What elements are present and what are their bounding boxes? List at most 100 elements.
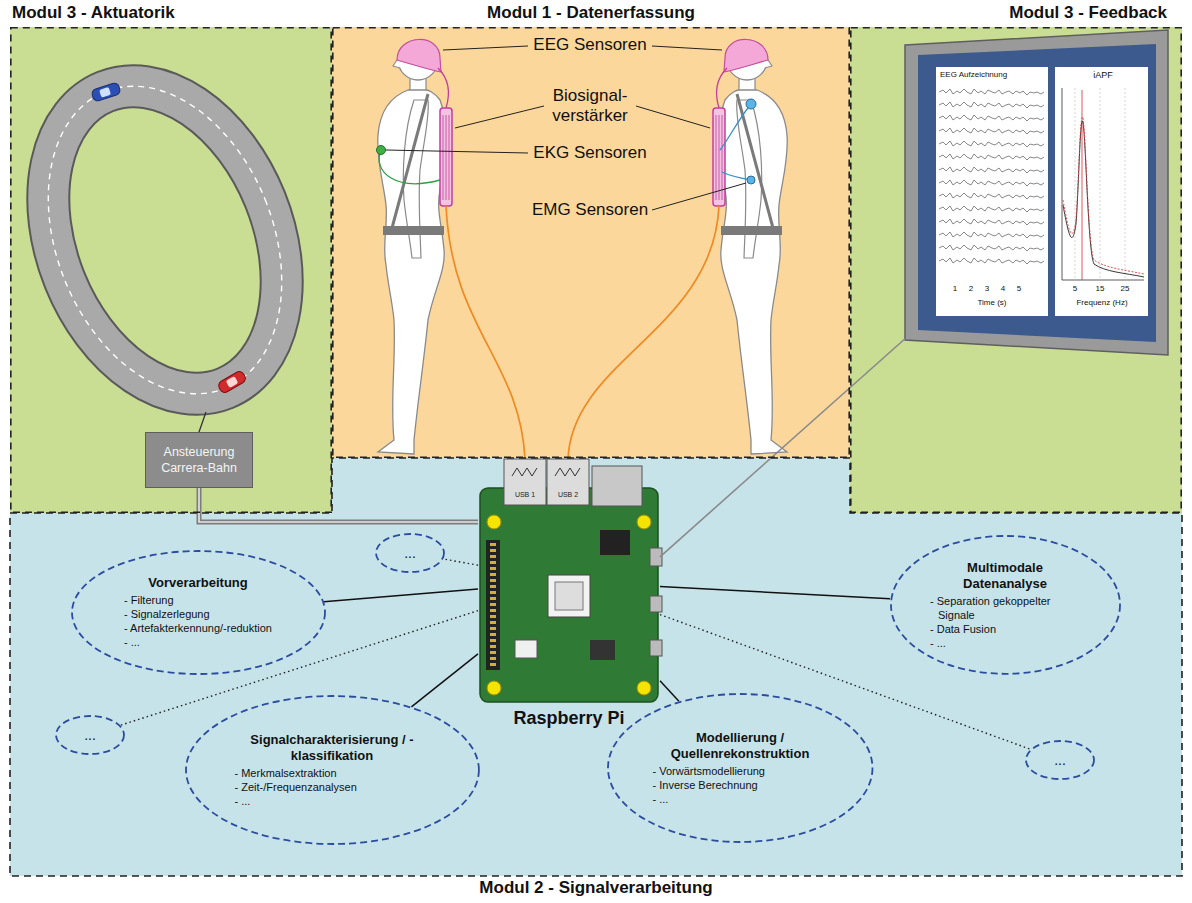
dashed-ellipse [72, 551, 325, 674]
list-item: - ... [930, 636, 1080, 650]
text-slot: EEG Aufzeichnung [940, 70, 1044, 80]
text-slot: 5 [1068, 284, 1082, 294]
leader-line [652, 183, 746, 210]
text-slot: iAPF [1058, 70, 1148, 81]
module-heading: Modul 3 - Feedback [850, 3, 1167, 23]
mount-hole [487, 515, 501, 529]
port-label: USB 2 [550, 491, 586, 499]
text-slot: Modul 3 - Aktuatorik [12, 3, 332, 23]
ellipse-content: Multimodale Datenanalyse- Separation gek… [930, 560, 1080, 650]
eeg-trace [939, 193, 1044, 199]
ram-chip [600, 530, 630, 555]
function-ellipse: Multimodale Datenanalyse- Separation gek… [890, 535, 1121, 675]
function-ellipse: Modellierung / Quellenrekonstruktion- Vo… [607, 693, 874, 843]
connector-line [660, 339, 905, 557]
connector [411, 654, 478, 707]
label-slot: EKG Sensoren [525, 143, 655, 163]
list-item: - Data Fusion [930, 622, 1080, 636]
eeg-panel [936, 67, 1048, 316]
text-slot: Modul 1 - Datenerfassung [332, 3, 850, 23]
ethernet-port [592, 466, 642, 506]
screen-text: 5 [1068, 284, 1082, 294]
body [378, 90, 446, 454]
text-slot: Modul 2 - Signalverarbeitung [10, 878, 1182, 898]
text-slot: 25 [1115, 284, 1135, 294]
screen-text: 2 [964, 284, 978, 294]
list-item: - Signalzerlegung [124, 607, 272, 621]
emg-electrode [746, 99, 756, 109]
eeg-trace [939, 180, 1044, 186]
connector-line [411, 654, 478, 707]
ekg-electrode [377, 146, 386, 155]
mount-hole [637, 681, 651, 695]
usb-cable [568, 206, 719, 459]
eeg-cable [438, 68, 448, 108]
text-slot: 4 [996, 284, 1010, 294]
list-item: - Vorwärtsmodellierung [653, 764, 828, 778]
list-item: - Separation gekoppelter Signale [930, 594, 1080, 622]
dashed-ellipse [186, 696, 479, 844]
board-name: Raspberry Pi [458, 708, 680, 730]
eeg-trace [939, 141, 1044, 147]
hdmi-port [650, 596, 662, 612]
person-figure [378, 39, 452, 454]
power-port [650, 640, 662, 656]
sensor-label: EEG Sensoren [525, 35, 655, 55]
track-surface [5, 51, 325, 429]
region-outline [10, 458, 1182, 876]
screen-text: 4 [996, 284, 1010, 294]
ellipse-content: Modellierung / Quellenrekonstruktion- Vo… [653, 730, 828, 806]
eeg-trace [939, 232, 1044, 238]
amplifier-stripes [443, 115, 449, 200]
dashed-border [10, 458, 1182, 876]
text-slot: Raspberry Pi [458, 708, 680, 730]
dashed-border [333, 28, 849, 457]
region-outline [850, 27, 1182, 513]
eeg-trace [939, 154, 1044, 160]
dashed-ellipse [608, 694, 873, 842]
more-ellipse: ... [1025, 740, 1095, 780]
ellipse-content: Vorverarbeitung- Filterung- Signalzerleg… [124, 575, 272, 649]
soc-die [555, 582, 583, 610]
monitor-screen [918, 44, 1156, 342]
module-heading: Modul 2 - Signalverarbeitung [10, 878, 1182, 898]
text-slot: 3 [980, 284, 994, 294]
emg-electrode [747, 176, 755, 184]
harness-strap [392, 94, 428, 228]
usb-port [547, 459, 589, 505]
mount-hole [487, 681, 501, 695]
eeg-trace [939, 128, 1044, 134]
spectrum-axes [1062, 88, 1144, 280]
ellipse-heading: Signalcharakterisierung / -klassifikatio… [234, 732, 429, 764]
text-slot: Frequenz (Hz) [1058, 298, 1146, 308]
feedback-ground [850, 27, 1182, 513]
ellipse-heading: ... [84, 727, 96, 743]
module-heading: Modul 3 - Aktuatorik [12, 3, 332, 23]
connector [660, 339, 905, 557]
car-body [91, 82, 121, 102]
list-item: - ... [653, 792, 828, 806]
spectrum-panel [1055, 67, 1148, 316]
track-outline [5, 51, 325, 429]
connector-line [443, 559, 478, 565]
connector-line [121, 611, 478, 726]
ellipse-content: ... [1054, 752, 1066, 768]
car-body [217, 370, 247, 394]
screen-text: 25 [1115, 284, 1135, 294]
text-slot: Modul 3 - Feedback [850, 3, 1167, 23]
connector [121, 611, 478, 726]
eeg-trace [939, 89, 1044, 95]
function-ellipse: Signalcharakterisierung / -klassifikatio… [185, 695, 480, 845]
connector [324, 589, 478, 602]
blue-car [91, 82, 121, 102]
dashed-border [11, 28, 331, 512]
sensor-label: Biosignal- verstärker [530, 86, 650, 126]
screen-text: 3 [980, 284, 994, 294]
usb-port [504, 459, 546, 505]
list-item: - ... [124, 635, 272, 649]
module-region: Modul 3 - AktuatorikAnsteuerung Carrera-… [10, 27, 332, 513]
eeg-trace [939, 115, 1044, 121]
eeg-trace [939, 206, 1044, 212]
leader-line [386, 150, 528, 153]
spectrum-curve [1063, 121, 1144, 277]
